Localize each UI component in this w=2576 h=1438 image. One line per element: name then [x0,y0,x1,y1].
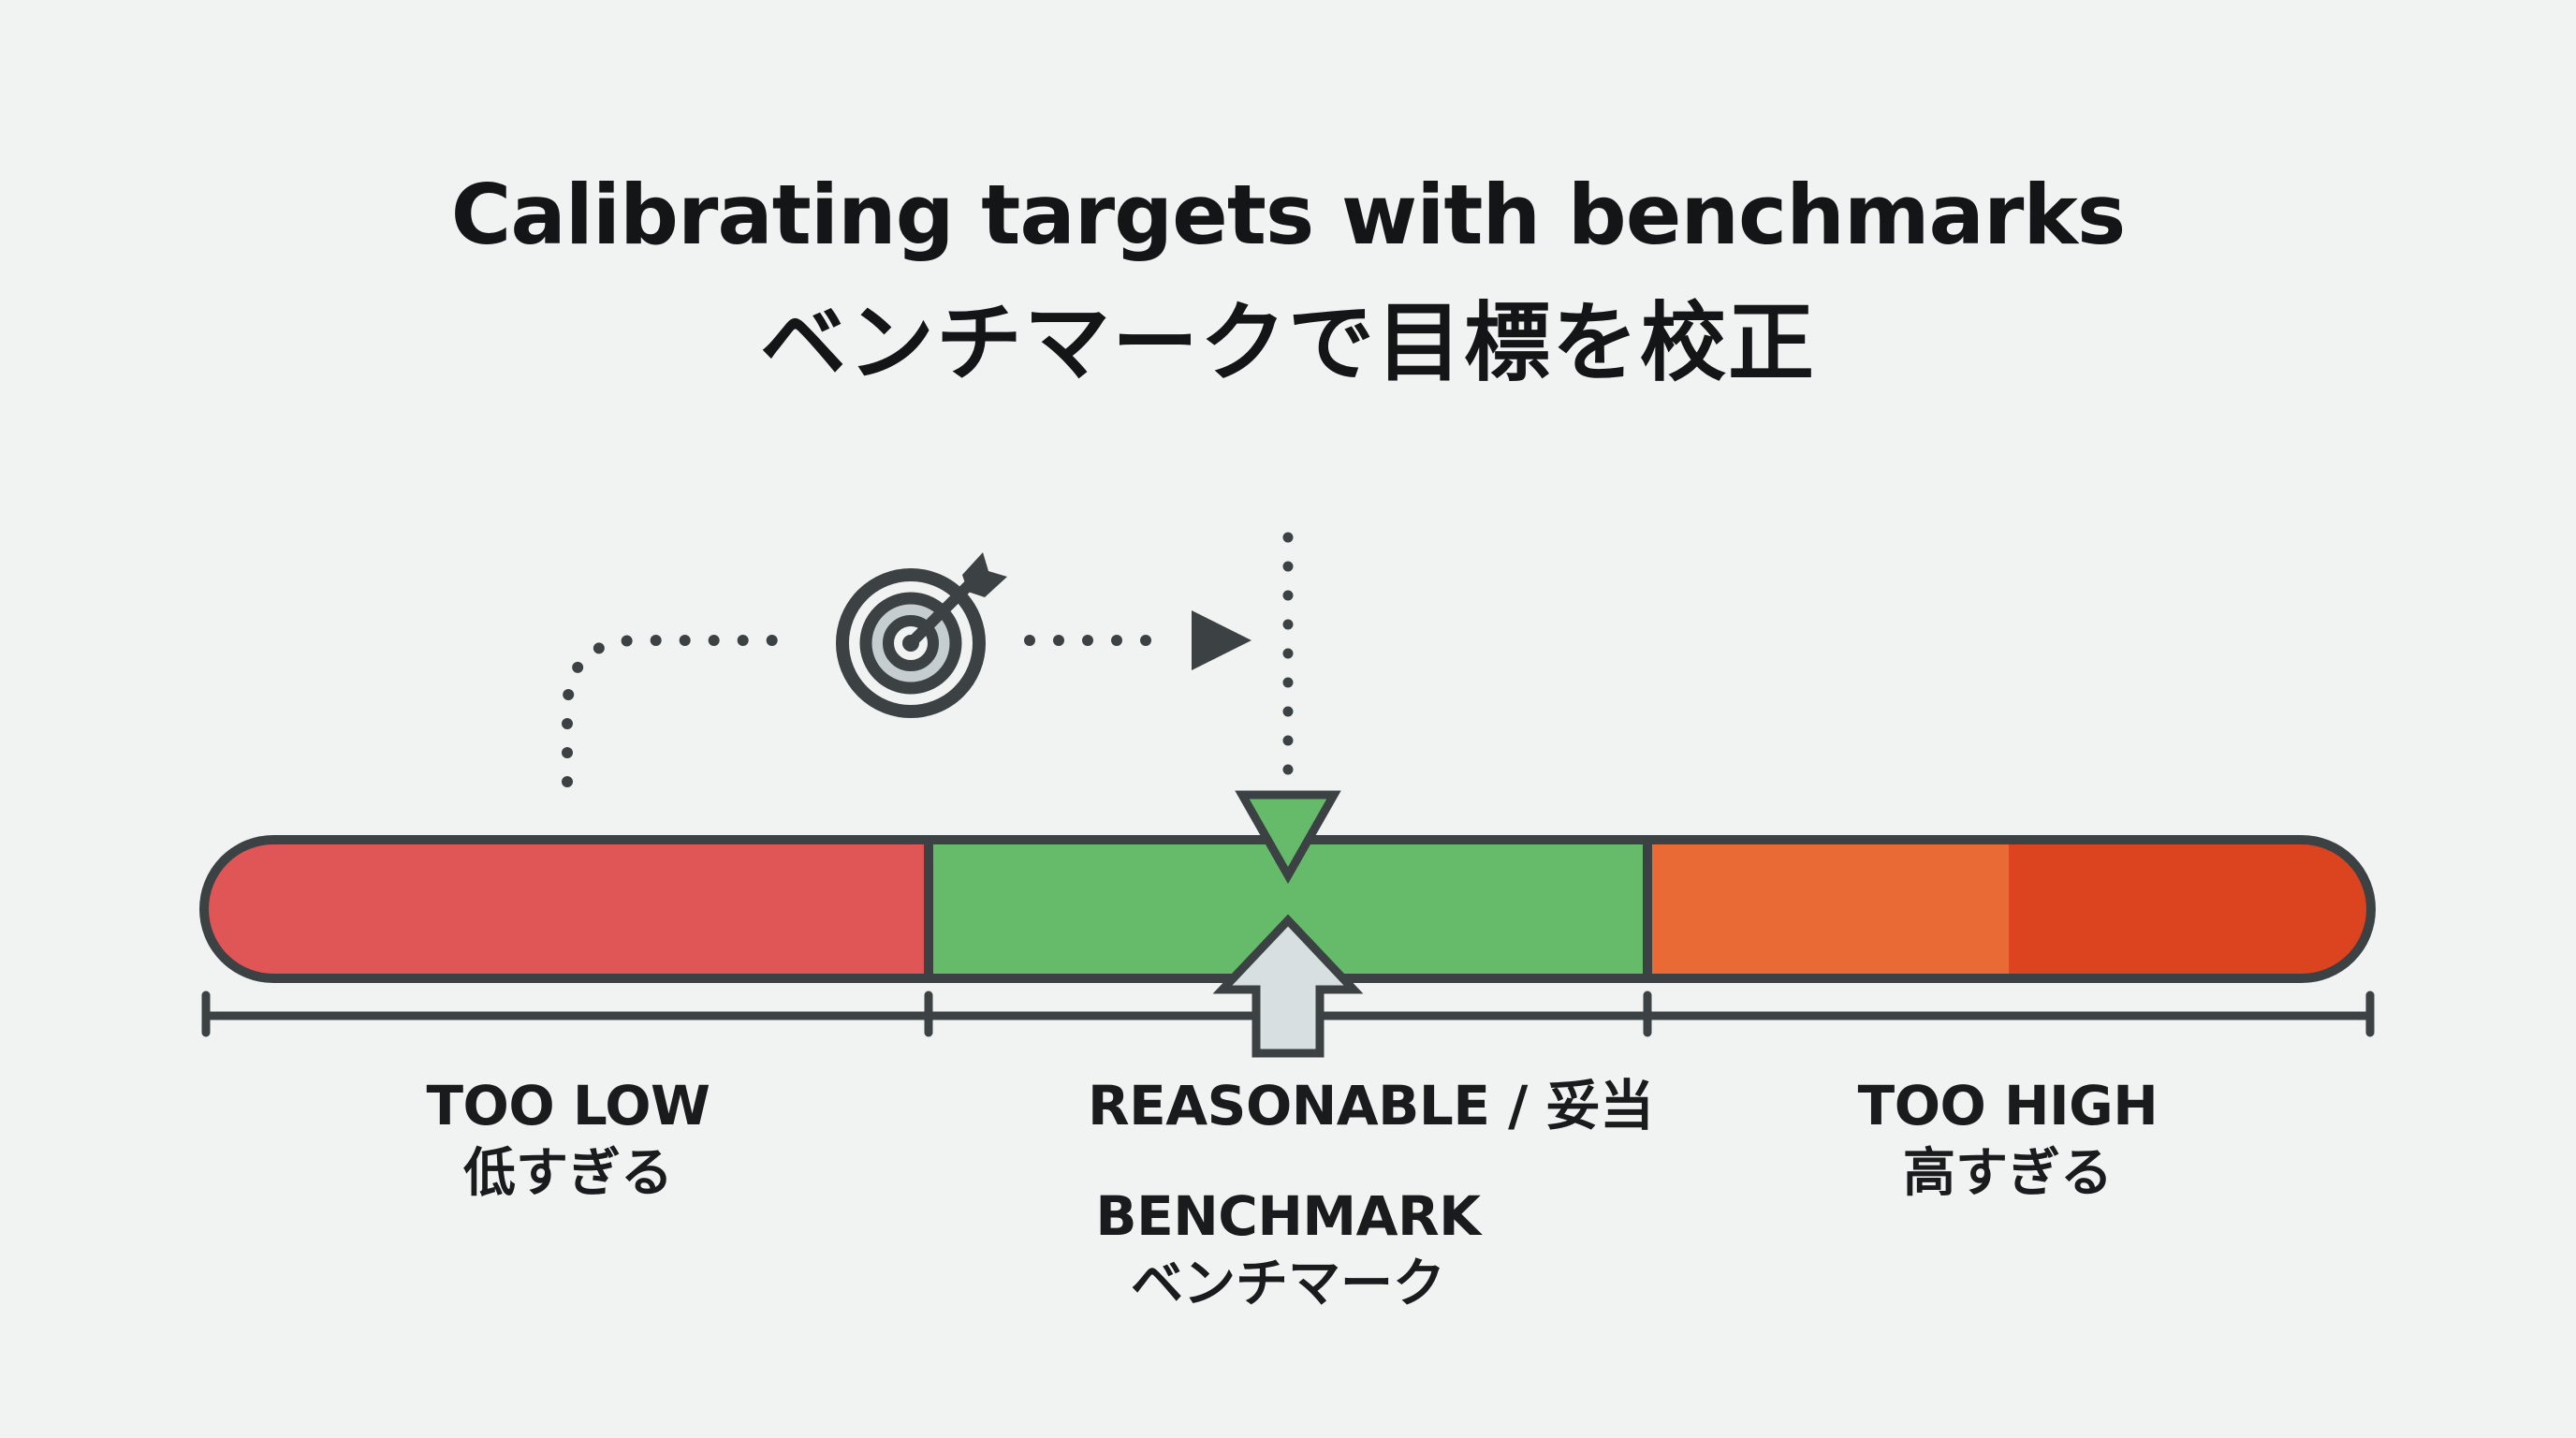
benchmark-label-group: BENCHMARK ベンチマーク [1054,1189,1522,1311]
page-title: Calibrating targets with benchmarks [450,167,2127,263]
zone-too-low [204,840,929,978]
too-low-label-ja: 低すぎる [463,1143,673,1204]
page-subtitle-ja: ベンチマークで目標を校正 [759,293,1816,393]
target-with-arrow-icon [836,552,1007,718]
zone-label-too-high: TOO HIGH 高すぎる [1821,1078,2195,1200]
down-triangle-icon [1235,790,1341,885]
zone-label-reasonable: REASONABLE / 妥当 [1088,1078,1654,1133]
too-high-label-ja: 高すぎる [1903,1143,2113,1204]
too-low-label: TOO LOW [426,1074,710,1137]
benchmark-label: BENCHMARK [1095,1184,1481,1248]
right-arrowhead-icon [1192,610,1251,670]
dotted-path-left [562,635,801,787]
zone-too-high-dark [2009,840,2371,978]
reasonable-label: REASONABLE / 妥当 [1088,1074,1654,1137]
up-arrow-icon [1212,914,1364,1058]
too-high-label: TOO HIGH [1857,1074,2159,1137]
calibration-bar [204,840,2371,978]
benchmark-label-ja: ベンチマーク [1131,1254,1445,1314]
zone-too-high-light [1647,840,2009,978]
zone-label-too-low: TOO LOW 低すぎる [381,1078,755,1200]
